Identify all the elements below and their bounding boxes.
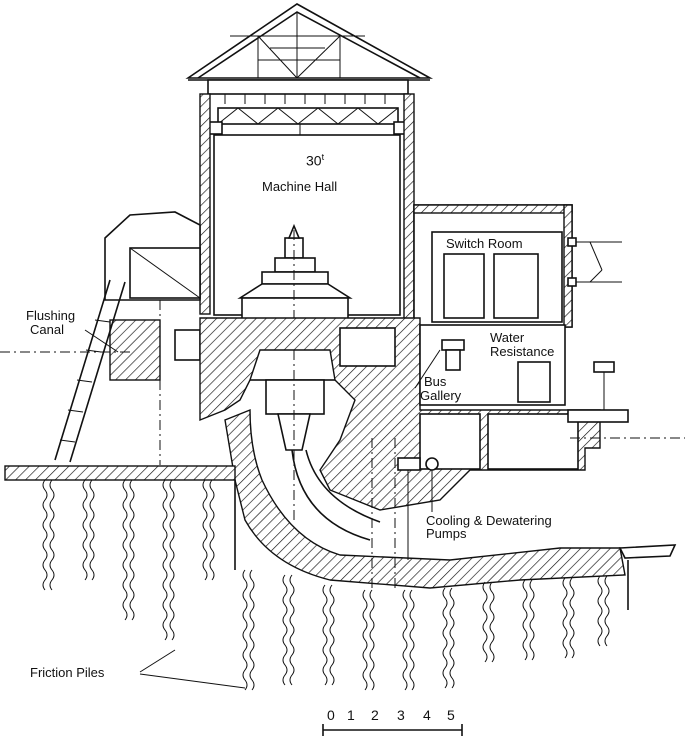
water-resistance-label-line2: Resistance xyxy=(490,344,555,359)
switch-room-label: Switch Room xyxy=(446,236,523,251)
scale-tick: 0 xyxy=(327,707,335,723)
scale-tick: 1 xyxy=(347,707,355,723)
flushing-canal-label-line2: Canal xyxy=(30,322,64,337)
bus-gallery-label-line1: Bus xyxy=(424,374,447,389)
scale-tick: 3 xyxy=(397,707,405,723)
scale-tick: 2 xyxy=(371,707,379,723)
friction-piles xyxy=(42,479,610,691)
flushing-canal-structure xyxy=(0,211,201,465)
cooling-pumps-label-line1: Cooling & Dewatering xyxy=(426,513,552,528)
cooling-pumps xyxy=(397,457,439,560)
bus-gallery-label-line2: Gallery xyxy=(420,388,462,403)
water-resistance-label-line1: Water xyxy=(490,330,525,345)
scale-tick: 4 xyxy=(423,707,431,723)
crane-girder xyxy=(207,107,409,156)
friction-piles-label: Friction Piles xyxy=(30,665,105,680)
scale-bar xyxy=(322,724,463,736)
substructure xyxy=(199,317,685,511)
crane-capacity-label: 30t xyxy=(306,152,325,169)
ground-slab xyxy=(4,465,629,610)
draft-tube xyxy=(224,408,677,590)
machine-hall-label: Machine Hall xyxy=(262,179,338,194)
switch-room-block xyxy=(413,204,622,328)
scale-bar-ticks: 0 1 2 3 4 5 xyxy=(327,708,467,724)
flushing-canal-label-line1: Flushing xyxy=(26,308,76,323)
roof-truss xyxy=(185,3,434,104)
scale-tick: 5 xyxy=(447,707,455,723)
leader-lines xyxy=(84,329,441,689)
cooling-pumps-label-line2: Pumps xyxy=(426,526,467,541)
